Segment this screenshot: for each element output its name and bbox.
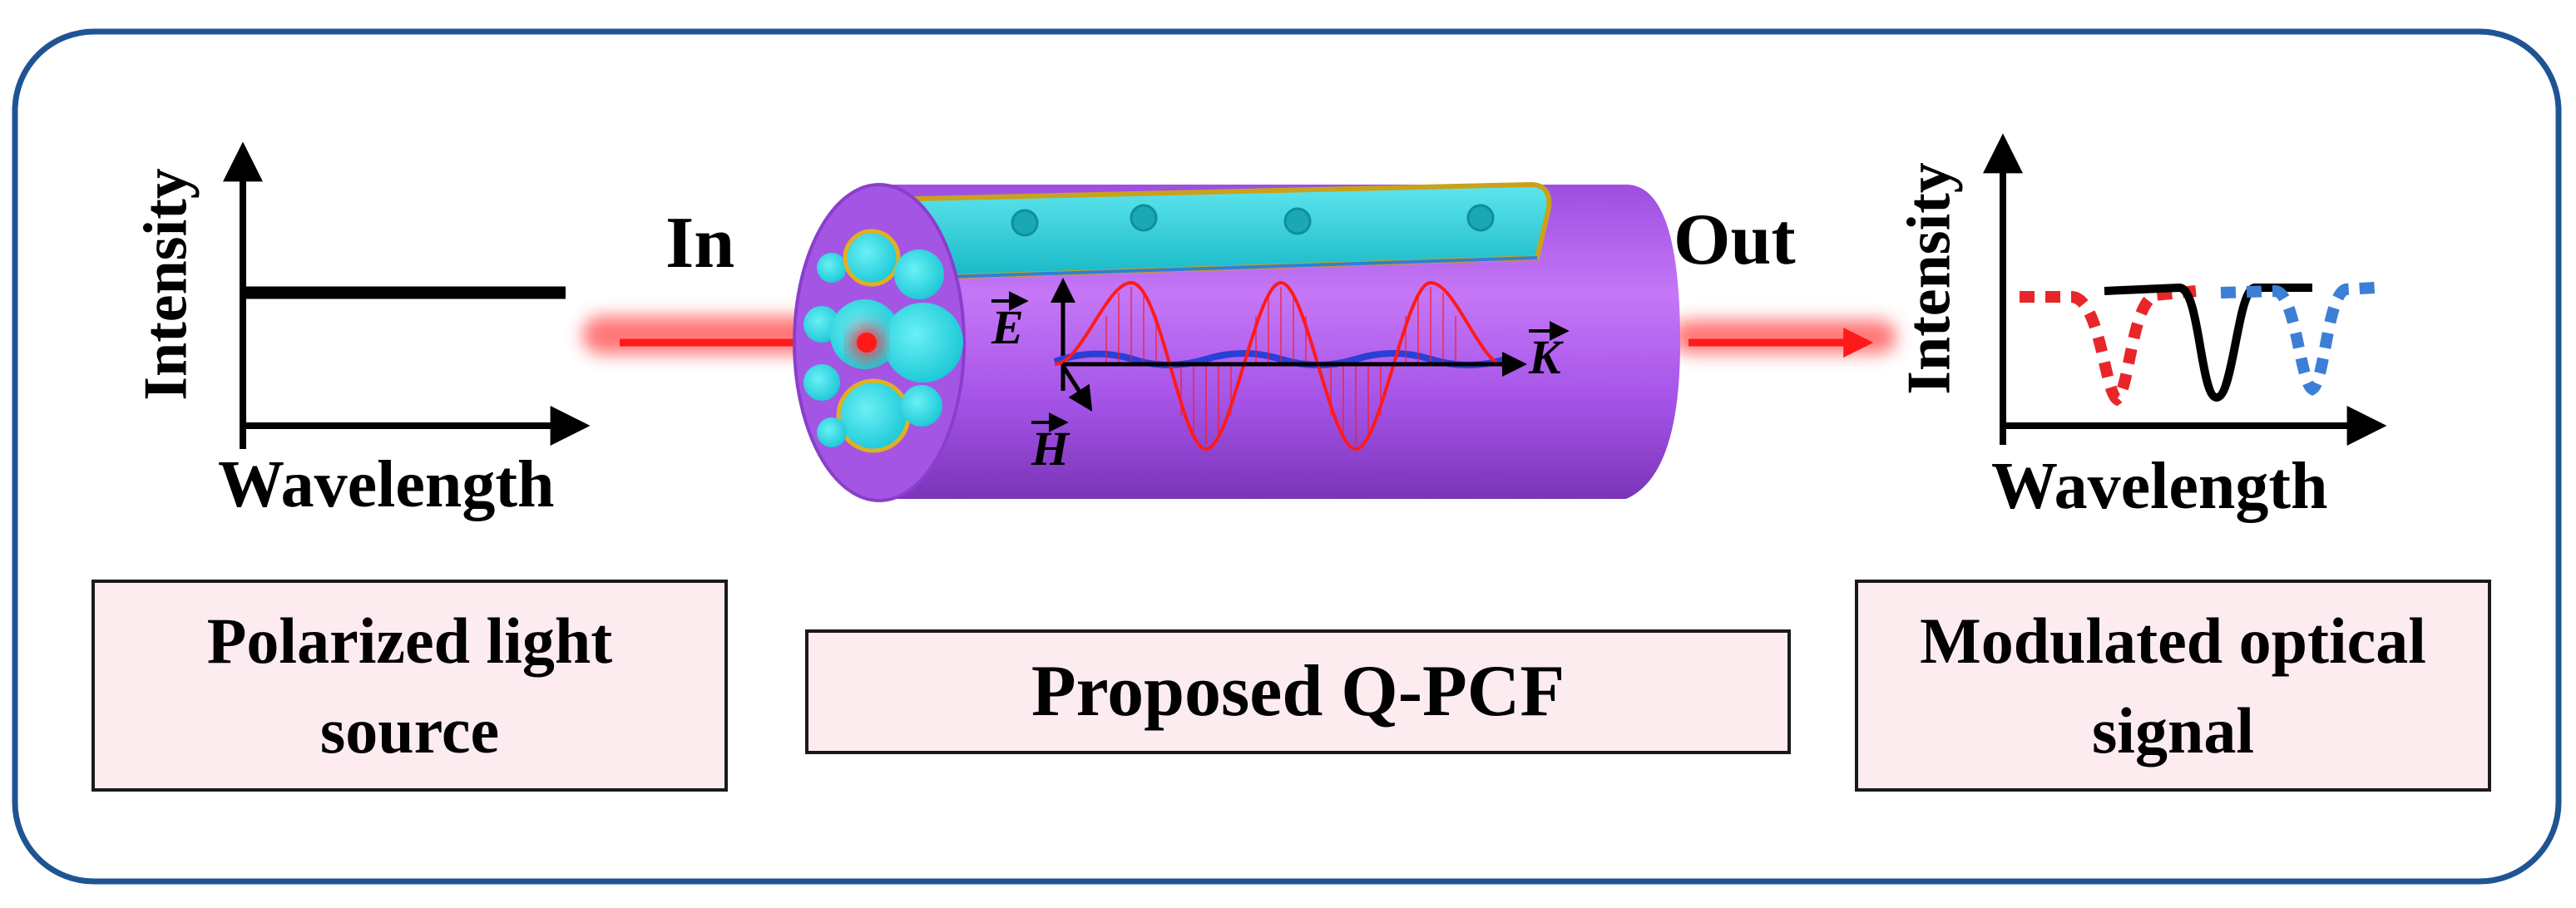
source-box-line2: source (319, 693, 500, 767)
left-plot-y-label: Intensity (131, 168, 200, 401)
out-label: Out (1674, 200, 1796, 280)
q-pcf-fiber (793, 181, 1680, 502)
source-box: Polarized light source (91, 580, 728, 792)
fiber-box: Proposed Q-PCF (805, 629, 1791, 754)
right-plot-x-label: Wavelength (1991, 450, 2328, 523)
fiber-box-text: Proposed Q-PCF (1031, 651, 1565, 732)
left-plot (223, 141, 591, 449)
k-vector-label: K (1529, 330, 1561, 384)
signal-box-text: Modulated optical signal (1920, 596, 2426, 776)
output-beam (1672, 320, 1896, 358)
e-field-wave (1054, 280, 1506, 452)
source-box-text: Polarized light source (207, 596, 612, 776)
right-plot (1983, 133, 2387, 446)
right-plot-y-label: Intensity (1895, 162, 1964, 395)
h-axis-arrow (1061, 364, 1093, 412)
black-dip-curve (2104, 283, 2312, 402)
e-field-label: E (991, 300, 1024, 354)
fiber-channel (880, 181, 1552, 282)
source-box-line1: Polarized light (206, 604, 613, 677)
signal-box: Modulated optical signal (1855, 580, 2491, 792)
signal-box-line1: Modulated optical (1920, 604, 2426, 677)
air-holes (803, 229, 963, 453)
in-label: In (665, 203, 735, 284)
h-field-label: H (1031, 422, 1070, 476)
left-plot-x-label: Wavelength (218, 448, 555, 521)
signal-box-line2: signal (2091, 693, 2255, 767)
blue-dip-curve (2220, 282, 2376, 396)
red-dip-curve (2020, 285, 2197, 407)
